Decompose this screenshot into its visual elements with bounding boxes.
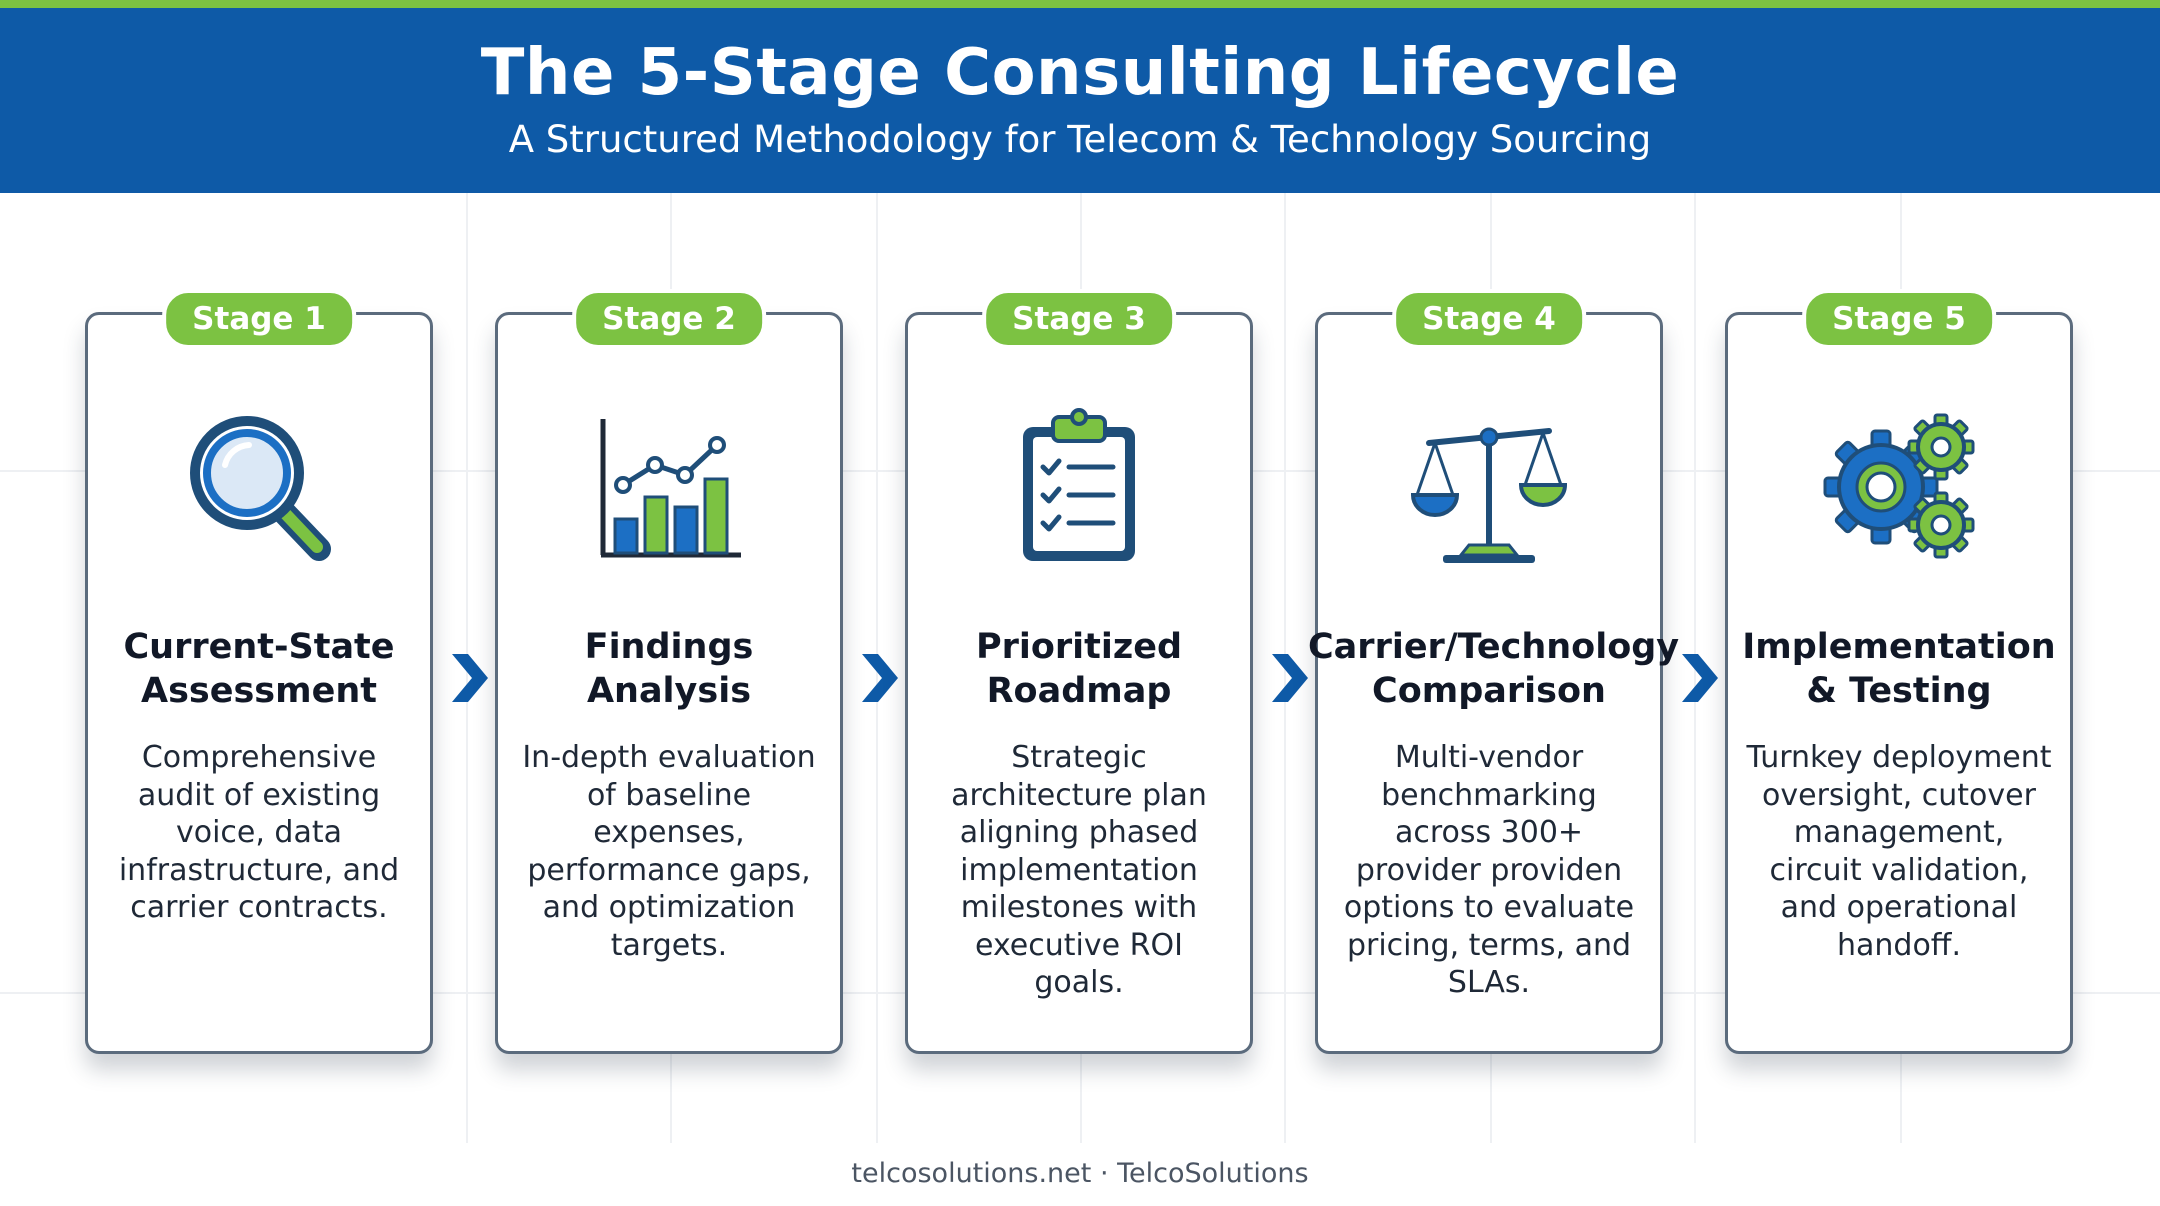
top-accent-bar (0, 0, 2160, 8)
stage-title: Implementation & Testing (1718, 625, 2080, 713)
stage-title: Carrier/Technology Comparison (1308, 625, 1680, 713)
stage-title-line: Current-State (123, 627, 395, 667)
stage-description: Turnkey deployment oversight, cutover ma… (1746, 740, 2052, 963)
chevron-right-icon (448, 648, 492, 708)
balance-scale-icon (1409, 407, 1569, 567)
stage-title-line: Roadmap (986, 671, 1172, 711)
stage-description: In-depth evaluation of baseline expenses… (522, 740, 816, 963)
stage-badge: Stage 3 (982, 289, 1176, 349)
stage-title-line: & Testing (1806, 671, 1992, 711)
gears-icon (1819, 407, 1979, 567)
stage-title-line: Findings (584, 627, 754, 667)
magnifying-glass-icon (179, 407, 339, 567)
stage-badge: Stage 4 (1392, 289, 1586, 349)
chevron-right-icon (1678, 648, 1722, 708)
stage-badge: Stage 5 (1802, 289, 1996, 349)
stage-title: Current-State Assessment (78, 625, 440, 713)
header-banner: The 5-Stage Consulting Lifecycle A Struc… (0, 8, 2160, 193)
page-subtitle: A Structured Methodology for Telecom & T… (508, 118, 1652, 161)
stage-badge: Stage 1 (162, 289, 356, 349)
stage-title-line: Prioritized (975, 627, 1183, 667)
stage-description: Multi-vendor benchmarking across 300+ pr… (1343, 740, 1635, 1000)
stage-card-4: Stage 4 Carrier/Technology Comparison Mu… (1308, 289, 1679, 1054)
chevron-right-icon (1268, 648, 1312, 708)
chevron-right-icon (858, 648, 902, 708)
stage-title: Prioritized Roadmap (898, 625, 1260, 713)
stage-description: Strategic architecture plan aligning pha… (951, 740, 1207, 1000)
clipboard-checklist-icon (999, 407, 1159, 567)
stage-card-3: Stage 3 Prioritized Roadmap Strategic ar… (905, 289, 1253, 1054)
stage-title-line: Analysis (586, 671, 752, 711)
page-title: The 5-Stage Consulting Lifecycle (480, 36, 1680, 110)
stage-title-line: Comparison (1372, 671, 1606, 711)
stage-title-line: Carrier/Technology (1308, 627, 1680, 667)
stage-card-2: Stage 2 Findings Analysis In-depth evalu… (495, 289, 843, 1054)
stage-title-line: Assessment (140, 671, 377, 711)
stage-card-1: Stage 1 Current-State Assessment Compreh… (85, 289, 433, 1054)
stage-title: Findings Analysis (488, 625, 850, 713)
stage-card-5: Stage 5 (1725, 289, 2073, 1054)
stage-badge: Stage 2 (572, 289, 766, 349)
bar-line-chart-icon (589, 407, 749, 567)
stage-title-line: Implementation (1742, 627, 2056, 667)
stage-description: Comprehensive audit of existing voice, d… (118, 740, 400, 925)
footer-credit: telcosolutions.net · TelcoSolutions (851, 1158, 1309, 1189)
